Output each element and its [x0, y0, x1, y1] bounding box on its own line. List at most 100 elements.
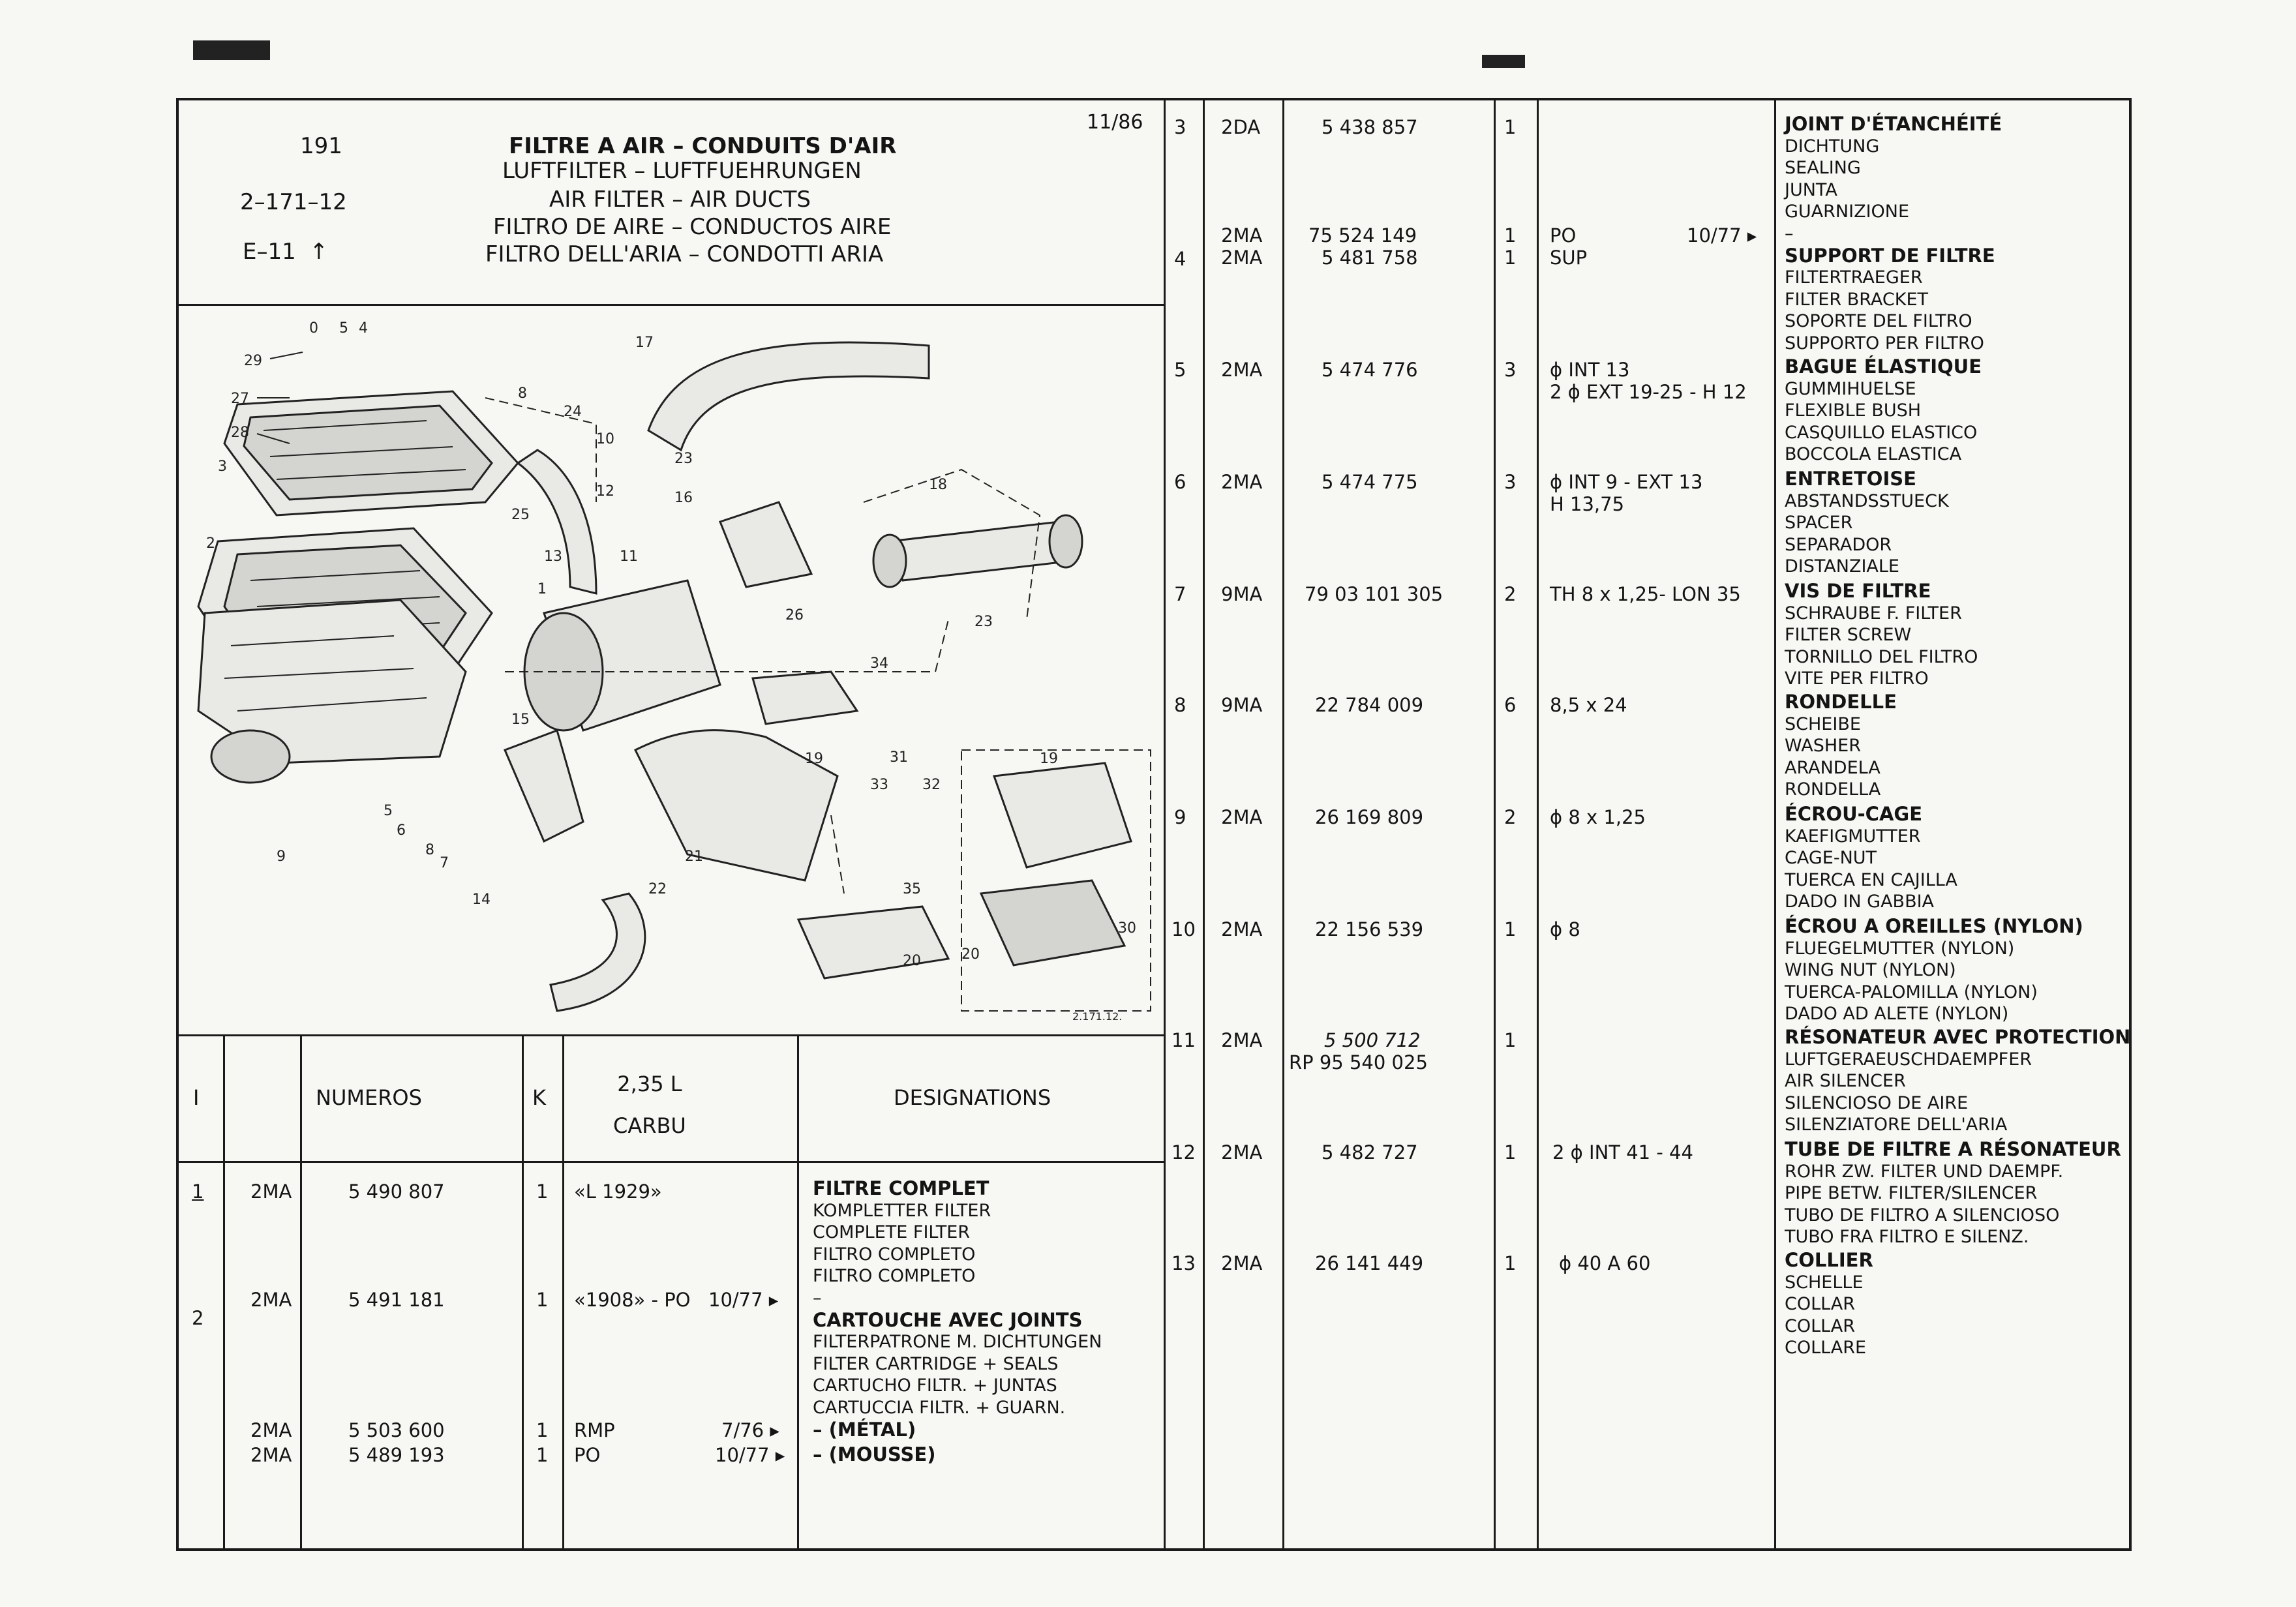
callout-17: 17 — [635, 335, 654, 351]
right-row13-number: 26 141 449 — [1315, 1252, 1424, 1274]
callout-25: 25 — [511, 507, 530, 523]
right-row11-designations: RÉSONATEUR AVEC PROTECTION LUFTGERAEUSCH… — [1785, 1026, 2130, 1136]
exploded-parts-diagram: 29 27 28 3 2 0 5 4 8 24 10 12 25 13 11 1… — [197, 320, 1151, 1023]
section-code: E–11 ↑ — [243, 239, 328, 265]
callout-0: 0 — [309, 320, 318, 337]
callout-19b: 19 — [1040, 751, 1058, 767]
right-row4-designations: – SUPPORT DE FILTRE FILTERTRAEGER FILTER… — [1785, 223, 1995, 354]
filter-lid — [223, 390, 519, 517]
left-row1-des-en: COMPLETE FILTER — [813, 1222, 971, 1242]
callout-27: 27 — [231, 391, 249, 407]
section-code-text: E–11 — [243, 239, 296, 265]
right-row10-des-fr: ÉCROU A OREILLES (NYLON) — [1785, 915, 2083, 937]
title-fr: FILTRE A AIR – CONDUITS D'AIR — [509, 133, 897, 159]
callout-8b: 8 — [425, 842, 434, 858]
callout-22: 22 — [648, 881, 667, 897]
right-row12-prefix: 2MA — [1221, 1141, 1263, 1164]
right-row11-des-it: SILENZIATORE DELL'ARIA — [1785, 1115, 2008, 1135]
right-row6-designations: ENTRETOISE ABSTANDSSTUECK SPACER SEPARAD… — [1785, 468, 1949, 578]
divider-header-diagram — [176, 304, 1165, 306]
right-row12-des-de: ROHR ZW. FILTER UND DAEMPF. — [1785, 1161, 2064, 1182]
right-row12-des-fr: TUBE DE FILTRE A RÉSONATEUR — [1785, 1138, 2121, 1160]
right-row5-des-en: FLEXIBLE BUSH — [1785, 400, 1922, 421]
right-row5-spec-a: ϕ INT 13 — [1550, 359, 1630, 381]
diagram-callouts: 29 27 28 3 2 0 5 4 8 24 10 12 25 13 11 1… — [206, 320, 1136, 1023]
right-row13-qty: 1 — [1504, 1252, 1517, 1274]
right-row7-designations: VIS DE FILTRE SCHRAUBE F. FILTER FILTER … — [1785, 580, 1978, 690]
right-row3-des-es: JUNTA — [1785, 179, 1837, 200]
callout-6: 6 — [397, 822, 406, 839]
title-es: FILTRO DE AIRE – CONDUCTOS AIRE — [493, 214, 892, 240]
callout-8: 8 — [518, 385, 527, 402]
right-row8-des-de: SCHEIBE — [1785, 713, 1861, 734]
left-row1-qty: 1 — [536, 1180, 549, 1203]
right-row4-des-en: FILTER BRACKET — [1785, 289, 1929, 310]
right-row4-number-a: 75 524 149 — [1308, 224, 1417, 247]
left-row2-sub-des-mousse: – (MOUSSE) — [813, 1443, 936, 1465]
right-row6-spec-a: ϕ INT 9 - EXT 13 — [1550, 471, 1703, 493]
right-row10-number: 22 156 539 — [1315, 918, 1424, 940]
title-en: AIR FILTER – AIR DUCTS — [549, 187, 811, 213]
right-row10-designations: ÉCROU A OREILLES (NYLON) FLUEGELMUTTER (… — [1785, 915, 2083, 1025]
right-row7-des-fr: VIS DE FILTRE — [1785, 580, 1931, 602]
left-row2-date-c: 10/77 ▸ — [715, 1444, 785, 1466]
left-row2-note-b: RMP — [574, 1419, 615, 1441]
right-row3-designations: JOINT D'ÉTANCHÉITÉ DICHTUNG SEALING JUNT… — [1785, 113, 2002, 223]
left-row1-index: 1 — [192, 1180, 204, 1203]
callout-23b: 23 — [974, 614, 993, 630]
right-row8-number: 22 784 009 — [1315, 694, 1424, 716]
right-row9-prefix: 2MA — [1221, 806, 1263, 828]
legend-model-line1: 2,35 L — [617, 1072, 682, 1096]
right-row3-des-fr: JOINT D'ÉTANCHÉITÉ — [1785, 113, 2002, 135]
right-row5-index: 5 — [1174, 359, 1186, 381]
arrow-up-icon: ↑ — [309, 239, 329, 265]
right-row5-prefix: 2MA — [1221, 359, 1263, 381]
legend-col-numeros: NUMEROS — [316, 1085, 422, 1110]
right-row13-des-fr: COLLIER — [1785, 1249, 1873, 1271]
page-number: 191 — [300, 133, 342, 159]
callout-32: 32 — [922, 777, 941, 793]
right-row9-des-en: CAGE-NUT — [1785, 848, 1877, 868]
right-row5-des-de: GUMMIHUELSE — [1785, 378, 1916, 399]
right-row11-qty: 1 — [1504, 1029, 1517, 1051]
right-row13-prefix: 2MA — [1221, 1252, 1263, 1274]
callout-19: 19 — [805, 751, 823, 767]
right-row6-number: 5 474 775 — [1322, 471, 1418, 493]
left-row2-number-b: 5 503 600 — [348, 1419, 445, 1441]
right-row13-spec: ϕ 40 A 60 — [1559, 1252, 1651, 1274]
scan-mark-left — [193, 40, 270, 60]
callout-34: 34 — [870, 655, 888, 672]
left-row1-des-es: FILTRO COMPLETO — [813, 1244, 976, 1265]
right-row11-index: 11 — [1171, 1029, 1196, 1051]
legend-divider-2 — [300, 1034, 302, 1548]
right-row9-qty: 2 — [1504, 806, 1517, 828]
page-frame — [176, 98, 2132, 1551]
left-row2-sub-des-metal: – (MÉTAL) — [813, 1419, 916, 1441]
right-row3-number: 5 438 857 — [1322, 116, 1418, 138]
divider-diagram-legend — [176, 1034, 1165, 1036]
right-row6-index: 6 — [1174, 471, 1186, 493]
right-row4-spec-a: PO — [1550, 224, 1577, 247]
callout-12: 12 — [596, 483, 614, 500]
right-row12-designations: TUBE DE FILTRE A RÉSONATEUR ROHR ZW. FIL… — [1785, 1138, 2121, 1248]
right-row4-index: 4 — [1174, 248, 1186, 270]
legend-divider-5 — [797, 1034, 799, 1548]
callout-5: 5 — [339, 320, 348, 337]
right-row12-des-en: PIPE BETW. FILTER/SILENCER — [1785, 1183, 2038, 1203]
callout-30: 30 — [1118, 920, 1136, 937]
right-row6-des-it: DISTANZIALE — [1785, 556, 1899, 577]
right-row10-des-es: TUERCA-PALOMILLA (NYLON) — [1785, 982, 2038, 1002]
right-row5-des-it: BOCCOLA ELASTICA — [1785, 444, 1962, 464]
right-row6-des-es: SEPARADOR — [1785, 534, 1892, 555]
right-row12-des-es: TUBO DE FILTRO A SILENCIOSO — [1785, 1205, 2060, 1225]
left-row2-qty-b: 1 — [536, 1419, 549, 1441]
right-row8-des-fr: RONDELLE — [1785, 691, 1897, 713]
right-row5-spec-b: 2 ϕ EXT 19-25 - H 12 — [1550, 381, 1747, 403]
divider-legend-rows — [176, 1161, 1165, 1163]
right-row8-qty: 6 — [1504, 694, 1517, 716]
callout-2: 2 — [206, 535, 215, 552]
callout-35: 35 — [903, 881, 921, 897]
right-row4-spec-b: SUP — [1550, 247, 1588, 269]
right-row5-designations: BAGUE ÉLASTIQUE GUMMIHUELSE FLEXIBLE BUS… — [1785, 355, 1982, 466]
right-row12-des-it: TUBO FRA FILTRO E SILENZ. — [1785, 1227, 2029, 1247]
